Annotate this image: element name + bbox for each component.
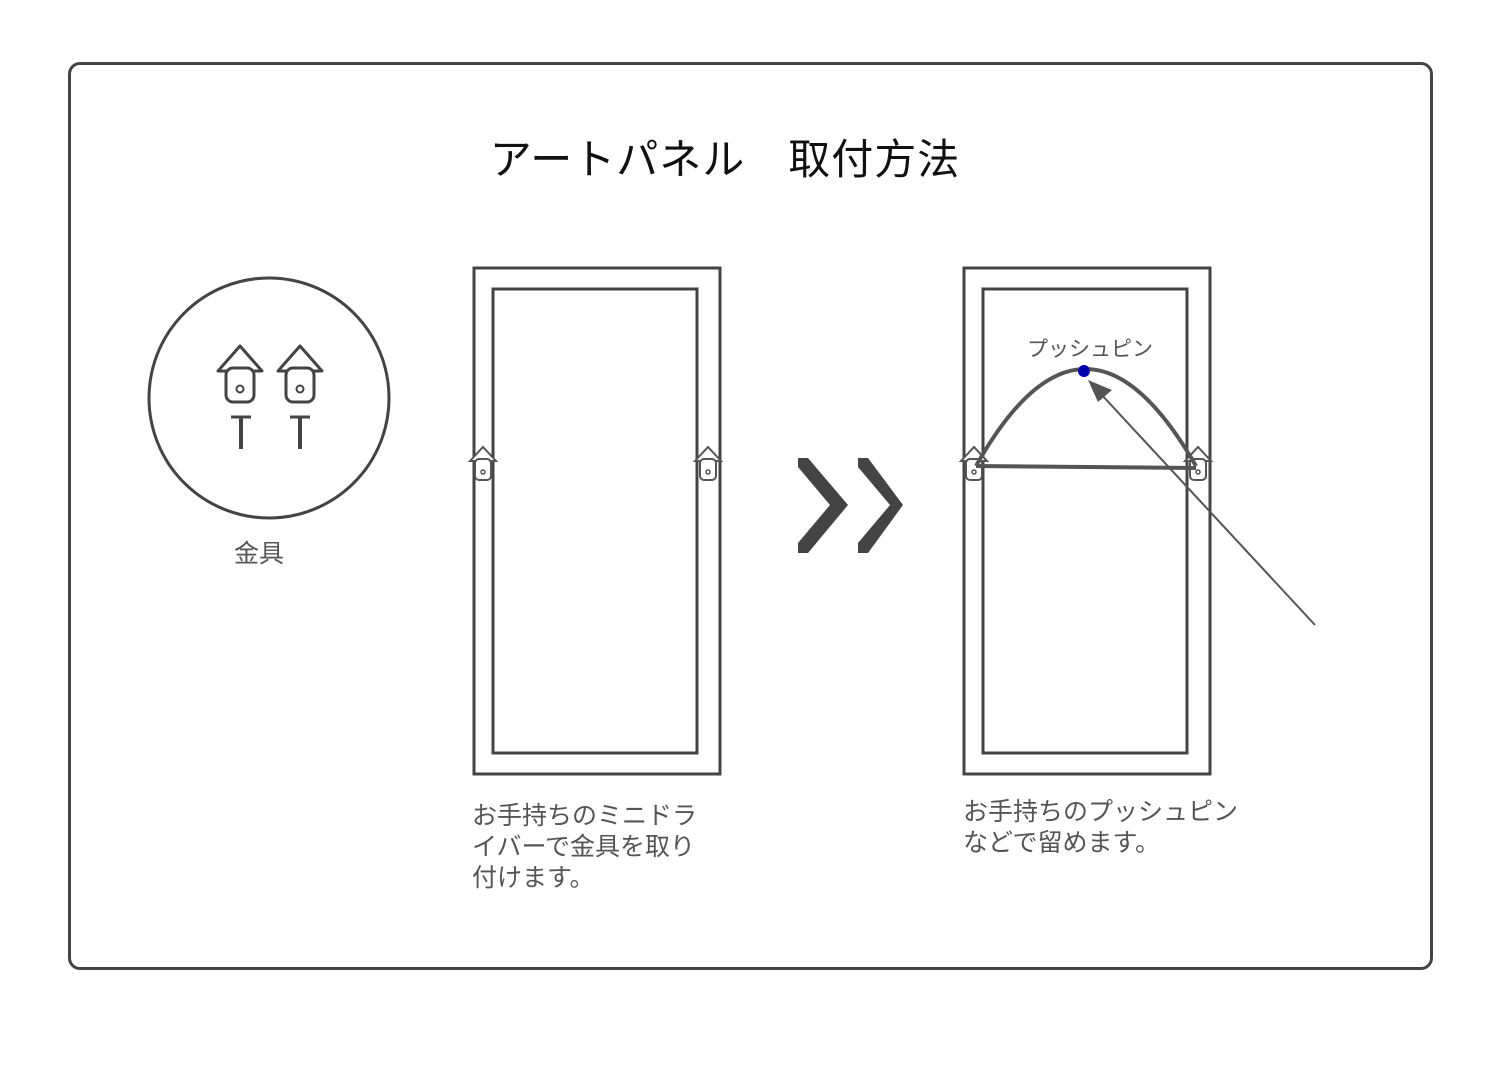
hanging-wire-arc: [974, 367, 1198, 467]
step2-caption: お手持ちのプッシュピン などで留めます。: [963, 796, 1238, 858]
hardware-illustration: [147, 276, 391, 520]
hook-icon: [216, 344, 264, 404]
caption-line: お手持ちのプッシュピン: [963, 797, 1239, 826]
hardware-label: 金具: [234, 539, 285, 568]
screw-icon: [229, 415, 253, 451]
caption-line: 付けます。: [472, 863, 595, 892]
push-pin-label: プッシュピン: [1027, 337, 1153, 361]
hanging-wire: [975, 464, 1197, 470]
caption-line: イバーで金具を取り: [472, 832, 696, 861]
diagram-frame: [68, 62, 1433, 970]
caption-line: お手持ちのミニドラ: [472, 801, 698, 830]
hardware-circle: [147, 276, 391, 520]
pointer-arrow: [1099, 392, 1316, 626]
panel-step1: [469, 266, 722, 776]
caption-line: などで留めます。: [963, 828, 1161, 857]
screw-icon: [288, 415, 312, 451]
panel-step2: [960, 266, 1316, 776]
hook-icon: [276, 344, 324, 404]
arrowhead-icon: [1088, 380, 1112, 402]
chevron-right-icon: [798, 458, 903, 553]
step1-caption: お手持ちのミニドラ イバーで金具を取り 付けます。: [472, 800, 697, 893]
page-title: アートパネル 取付方法: [489, 135, 961, 184]
push-pin-dot: [1078, 365, 1090, 377]
hook-icon: [694, 446, 722, 481]
